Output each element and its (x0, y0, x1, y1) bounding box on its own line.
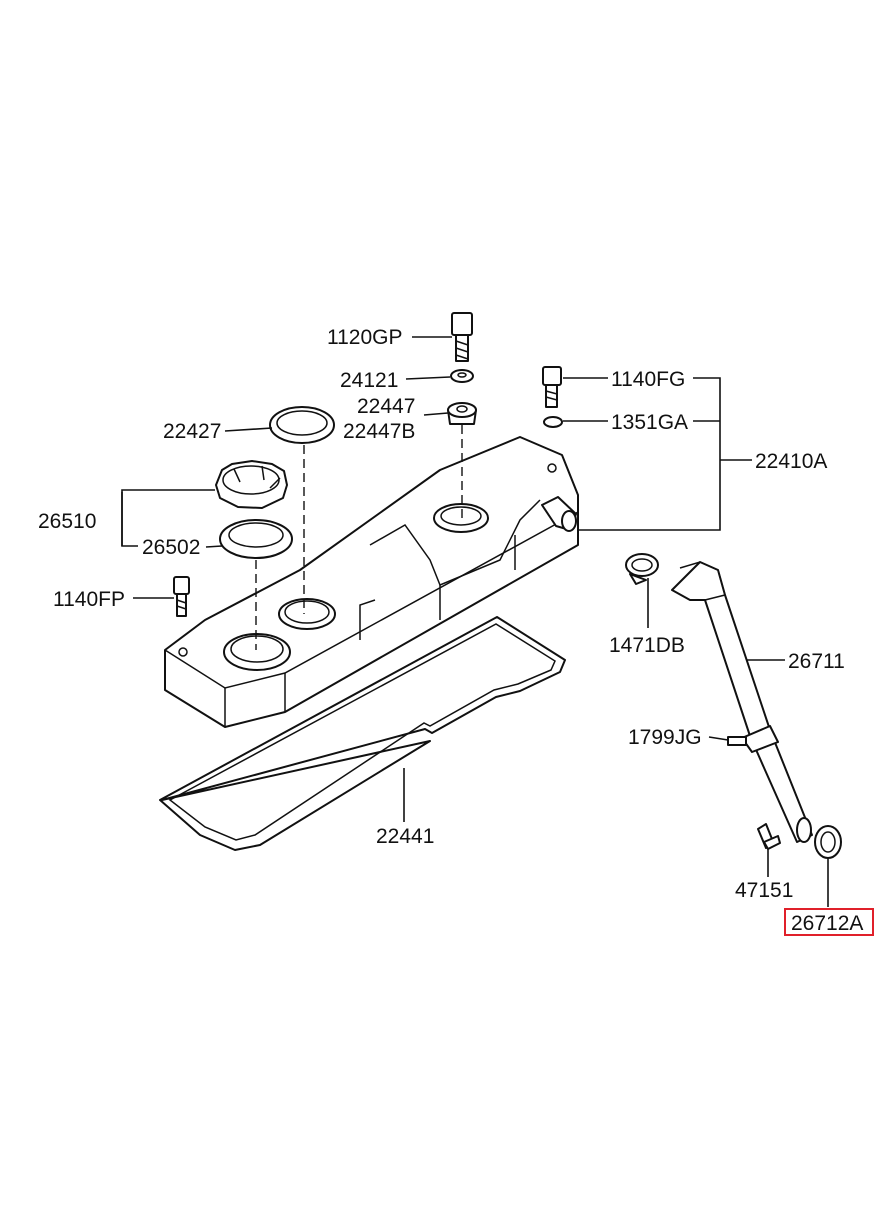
label-1351GA: 1351GA (611, 411, 688, 434)
label-22427: 22427 (163, 420, 221, 443)
hose-clamp-26712A (814, 825, 842, 859)
cap-gasket-26502 (219, 519, 293, 559)
label-26510: 26510 (38, 510, 96, 533)
bolt-1140FP (173, 576, 190, 617)
label-1471DB: 1471DB (609, 634, 685, 657)
label-26502: 26502 (142, 536, 200, 559)
label-26712A: 26712A (791, 912, 863, 935)
center-port (433, 503, 489, 533)
label-1140FP: 1140FP (53, 588, 125, 611)
breather-hose-26711 (671, 561, 813, 843)
grommet-22447 (447, 402, 477, 425)
oil-filler-port (223, 633, 291, 671)
oil-filler-cap-26510 (215, 460, 288, 509)
bolt-1140FG (542, 366, 562, 408)
label-22410A: 22410A (755, 450, 827, 473)
bracket-clamp-1799JG (727, 725, 779, 753)
hose-clamp-1471DB (625, 553, 659, 585)
label-1140FG: 1140FG (611, 368, 685, 391)
valve-cover-gasket (159, 616, 566, 851)
seal-port (278, 598, 336, 630)
label-22447B: 22447B (343, 420, 415, 443)
screw-47151 (757, 823, 781, 850)
label-26711: 26711 (788, 650, 845, 673)
label-47151: 47151 (735, 879, 793, 902)
washer-24121 (450, 369, 474, 383)
label-1120GP: 1120GP (327, 326, 403, 349)
seal-22427 (269, 406, 335, 444)
label-24121: 24121 (340, 369, 398, 392)
label-1799JG: 1799JG (628, 726, 702, 749)
washer-1351GA (543, 416, 563, 428)
highlight-box-26712A (784, 908, 874, 936)
label-22441: 22441 (376, 825, 434, 848)
label-22447: 22447 (357, 395, 415, 418)
bolt-1120GP (451, 312, 473, 362)
